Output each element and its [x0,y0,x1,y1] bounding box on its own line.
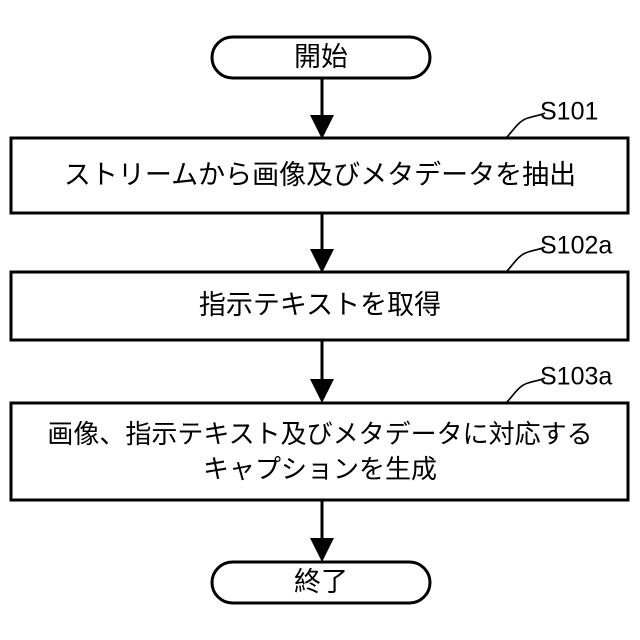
s103a-leader-line [505,377,546,404]
node-s102a: 指示テキストを取得 [9,270,630,342]
s101-leader-line [505,112,546,139]
s101-step-label: S101 [540,98,598,126]
s103a-process-label-line1: 画像、指示テキスト及びメタデータに対応する [47,419,592,449]
arrow-head-icon [310,379,334,403]
s102a-step-label: S102a [540,232,612,260]
arrow-head-icon [310,249,334,273]
end-terminal-label: 終了 [294,567,348,597]
step-label-s103a-group: S103a [505,363,612,404]
start-terminal-label: 開始 [294,42,348,72]
node-s101: ストリームから画像及びメタデータを抽出 [9,136,630,215]
s103a-step-label: S103a [540,363,612,391]
s102a-process-shape [9,270,630,342]
step-label-s101-group: S101 [505,98,598,139]
node-s103a: 画像、指示テキスト及びメタデータに対応する キャプションを生成 [9,401,630,502]
node-end: 終了 [210,560,432,605]
s103a-process-shape [9,401,630,502]
s101-process-shape [9,136,630,215]
arrow-head-icon [310,538,334,562]
step-label-s102a-group: S102a [505,232,612,273]
end-terminal-shape [210,560,432,605]
connector-s101-to-s102a [310,213,334,273]
s102a-process-label: 指示テキストを取得 [199,290,441,320]
s102a-leader-line [505,246,546,273]
node-start: 開始 [210,35,432,80]
connector-s102a-to-s103a [310,340,334,403]
connector-start-to-s101 [310,78,334,139]
s101-process-label: ストリームから画像及びメタデータを抽出 [64,160,576,190]
s103a-process-label-line2: キャプションを生成 [203,454,437,484]
connector-s103a-to-end [310,500,334,562]
arrow-head-icon [310,115,334,139]
